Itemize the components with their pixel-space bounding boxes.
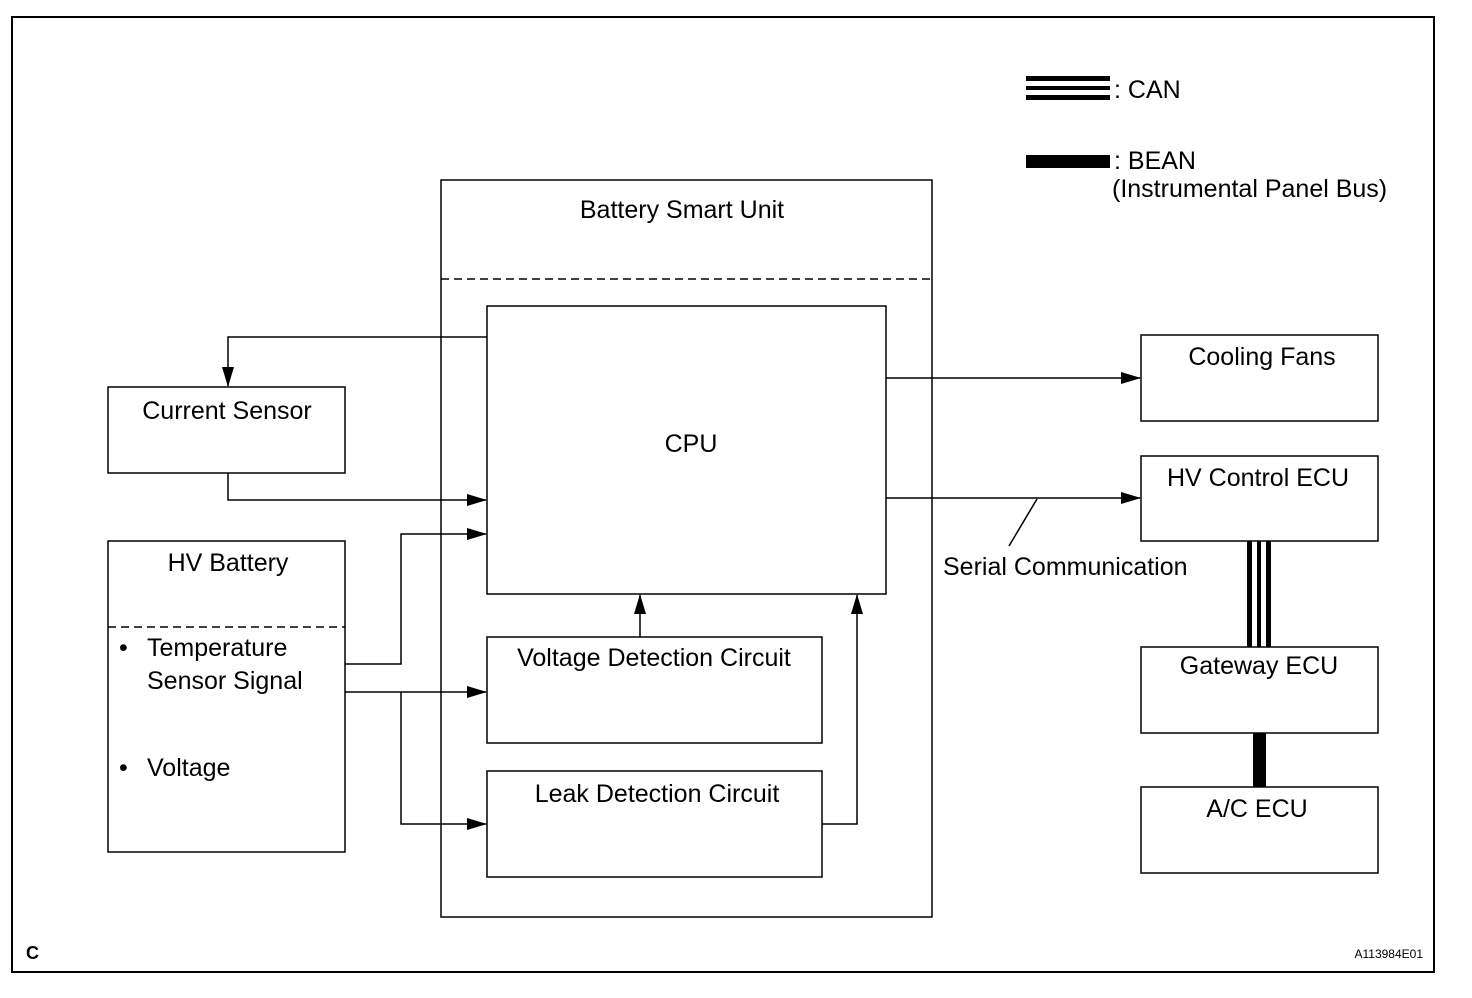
bean-bus-connection bbox=[1253, 733, 1266, 787]
leak-detection-circuit: Leak Detection Circuit bbox=[486, 770, 823, 878]
cooling-fans: Cooling Fans bbox=[1140, 334, 1379, 422]
hv-control-ecu: HV Control ECU bbox=[1140, 455, 1379, 542]
current-sensor-to-cpu-arrow bbox=[227, 473, 487, 506]
can-legend-symbol bbox=[1026, 76, 1110, 100]
battery-smart-unit-title: Battery Smart Unit bbox=[580, 196, 784, 224]
bullet-voltage: • bbox=[119, 754, 128, 782]
temperature-to-cpu-arrow bbox=[345, 528, 487, 665]
hv-battery-temperature-line-2: Sensor Signal bbox=[147, 667, 303, 695]
voltage-detection-circuit-label: Voltage Detection Circuit bbox=[517, 644, 791, 672]
cpu-label: CPU bbox=[665, 430, 718, 458]
leak-detection-circuit-label: Leak Detection Circuit bbox=[535, 780, 780, 808]
ac-ecu: A/C ECU bbox=[1140, 786, 1379, 874]
hv-control-ecu-label: HV Control ECU bbox=[1167, 464, 1349, 492]
cooling-fans-label: Cooling Fans bbox=[1188, 343, 1335, 371]
can-bus-connection bbox=[1247, 541, 1271, 647]
gateway-ecu-label: Gateway ECU bbox=[1180, 652, 1338, 680]
hv-battery: HV Battery • Temperature Sensor Signal •… bbox=[107, 540, 346, 853]
bullet-temperature: • bbox=[119, 634, 128, 662]
voltage-detection-circuit: Voltage Detection Circuit bbox=[486, 636, 823, 744]
bean-legend-label: : BEAN bbox=[1114, 147, 1196, 175]
hv-battery-title: HV Battery bbox=[168, 549, 289, 577]
gateway-ecu: Gateway ECU bbox=[1140, 646, 1379, 734]
can-legend-label: : CAN bbox=[1114, 76, 1181, 104]
serial-communication-leader bbox=[1008, 498, 1038, 547]
outer-frame bbox=[11, 16, 1435, 973]
voltage-to-ldc-arrow bbox=[400, 692, 487, 830]
battery-smart-unit: Battery Smart Unit bbox=[440, 179, 933, 918]
cpu-to-current-sensor-arrow bbox=[222, 336, 487, 387]
ldc-to-cpu-arrow bbox=[822, 594, 863, 825]
current-sensor: Current Sensor bbox=[107, 386, 346, 474]
legend: : CAN : BEAN (Instrumental Panel Bus) bbox=[1026, 76, 1387, 203]
serial-communication-label: Serial Communication bbox=[943, 553, 1188, 581]
bean-legend-symbol bbox=[1026, 155, 1110, 168]
hv-battery-voltage-label: Voltage bbox=[147, 754, 230, 782]
bean-legend-sublabel: (Instrumental Panel Bus) bbox=[1112, 175, 1387, 203]
ac-ecu-label: A/C ECU bbox=[1206, 795, 1307, 823]
cpu-block: CPU bbox=[486, 305, 887, 595]
corner-label: C bbox=[26, 943, 39, 963]
hv-battery-temperature-line-1: Temperature bbox=[147, 634, 287, 662]
figure-id: A113984E01 bbox=[1354, 947, 1423, 961]
current-sensor-label: Current Sensor bbox=[142, 397, 312, 425]
connection-lines bbox=[222, 336, 1141, 830]
